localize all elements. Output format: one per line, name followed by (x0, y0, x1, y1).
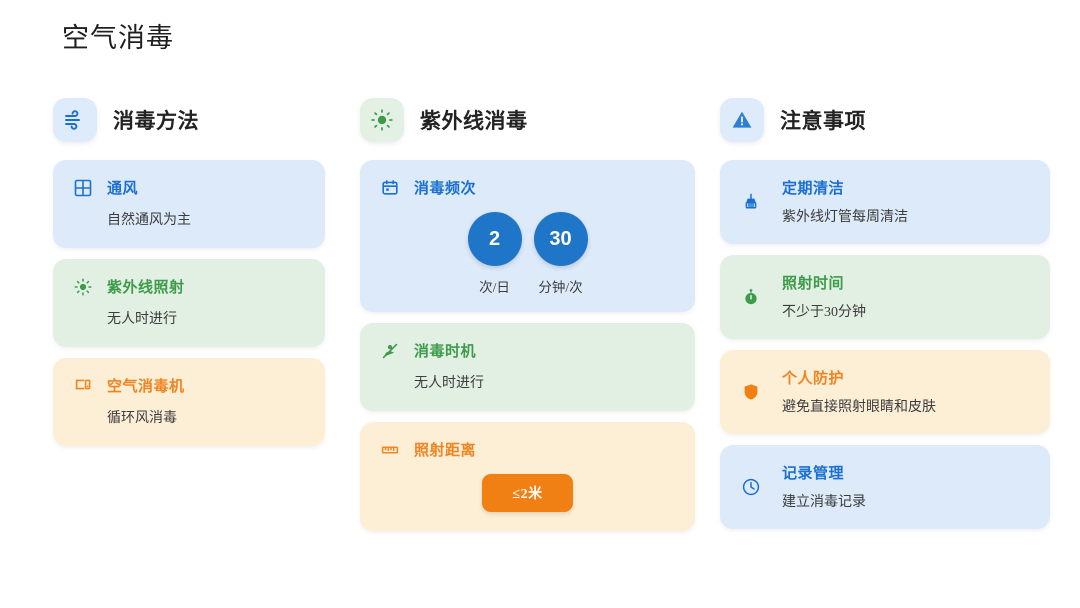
card-desc: 自然通风为主 (107, 213, 191, 228)
no-person-icon (380, 341, 400, 361)
card-desc: 无人时进行 (107, 312, 177, 327)
columns-container: 消毒方法 通风 自然通风为主 (0, 96, 1080, 531)
card-title: 通风 (107, 181, 139, 197)
card-frequency[interactable]: 消毒频次 2 30 次/日 分钟/次 (360, 160, 695, 312)
column-title-uv: 紫外线消毒 (420, 109, 528, 133)
column-uv: 紫外线消毒 消毒频次 (360, 96, 720, 531)
card-title: 紫外线照射 (107, 280, 185, 296)
column-header-cautions: 注意事项 (720, 96, 1050, 144)
distance-pill-wrap: ≤2米 (380, 474, 675, 512)
cards-cautions: 定期清洁 紫外线灯管每周清洁 照射时间 (720, 160, 1050, 529)
card-duration[interactable]: 照射时间 不少于30分钟 (720, 255, 1050, 339)
card-text: 个人防护 避免直接照射眼睛和皮肤 (782, 367, 936, 416)
card-distance[interactable]: 照射距离 ≤2米 (360, 422, 695, 531)
card-header-row: 通风 (73, 177, 305, 198)
cards-methods: 通风 自然通风为主 紫外线照射 无人时进行 (53, 160, 325, 446)
brush-icon (740, 191, 762, 213)
stat-circle: 2 (467, 212, 522, 266)
clock-icon (740, 476, 762, 498)
card-header-row: 照射距离 (380, 439, 675, 460)
grid-icon (73, 178, 93, 198)
column-header-uv: 紫外线消毒 (360, 96, 695, 144)
card-header-row: 紫外线照射 (73, 276, 305, 297)
card-ppe[interactable]: 个人防护 避免直接照射眼睛和皮肤 (720, 350, 1050, 434)
card-text: 照射时间 不少于30分钟 (782, 272, 866, 321)
card-records[interactable]: 记录管理 建立消毒记录 (720, 445, 1050, 529)
card-desc: 循环风消毒 (107, 411, 177, 426)
page-title: 空气消毒 (62, 23, 174, 53)
stopwatch-icon (740, 286, 762, 308)
device-icon (73, 376, 93, 396)
stat-circle: 30 (533, 212, 588, 266)
card-title: 照射距离 (414, 443, 477, 459)
ruler-icon (380, 440, 400, 460)
card-header-row: 消毒时机 (380, 340, 675, 361)
column-title-methods: 消毒方法 (113, 109, 199, 133)
sun-icon (360, 98, 404, 142)
card-cleaning[interactable]: 定期清洁 紫外线灯管每周清洁 (720, 160, 1050, 244)
warning-triangle-icon (720, 98, 764, 142)
frequency-labels: 次/日 分钟/次 (380, 276, 675, 296)
card-title: 空气消毒机 (107, 379, 185, 395)
card-title: 消毒时机 (414, 344, 477, 360)
card-title: 消毒频次 (414, 181, 477, 197)
card-text: 记录管理 建立消毒记录 (782, 462, 866, 511)
frequency-circles: 2 30 (380, 212, 675, 266)
sun-icon (73, 277, 93, 297)
shield-icon (740, 381, 762, 403)
card-desc: 建立消毒记录 (782, 495, 866, 510)
distance-pill: ≤2米 (482, 474, 573, 512)
calendar-icon (380, 178, 400, 198)
card-title: 个人防护 (782, 371, 845, 387)
card-title: 记录管理 (782, 466, 845, 482)
card-title: 照射时间 (782, 276, 845, 292)
card-ventilation[interactable]: 通风 自然通风为主 (53, 160, 325, 248)
stat-label: 次/日 (479, 280, 510, 295)
card-uv-exposure[interactable]: 紫外线照射 无人时进行 (53, 259, 325, 347)
card-title: 定期清洁 (782, 181, 845, 197)
card-timing[interactable]: 消毒时机 无人时进行 (360, 323, 695, 411)
card-text: 定期清洁 紫外线灯管每周清洁 (782, 177, 908, 226)
column-cautions: 注意事项 定期清洁 紫外线灯管每周清洁 (720, 96, 1080, 531)
card-air-purifier[interactable]: 空气消毒机 循环风消毒 (53, 358, 325, 446)
card-header-row: 空气消毒机 (73, 375, 305, 396)
column-header-methods: 消毒方法 (53, 96, 325, 144)
card-header-row: 消毒频次 (380, 177, 675, 198)
wind-icon (53, 98, 97, 142)
column-title-cautions: 注意事项 (780, 109, 866, 133)
column-methods: 消毒方法 通风 自然通风为主 (0, 96, 360, 531)
card-desc: 不少于30分钟 (782, 305, 866, 320)
cards-uv: 消毒频次 2 30 次/日 分钟/次 (360, 160, 695, 531)
card-desc: 紫外线灯管每周清洁 (782, 210, 908, 225)
card-desc: 避免直接照射眼睛和皮肤 (782, 400, 936, 415)
card-desc: 无人时进行 (414, 376, 484, 391)
stat-label: 分钟/次 (538, 280, 583, 295)
